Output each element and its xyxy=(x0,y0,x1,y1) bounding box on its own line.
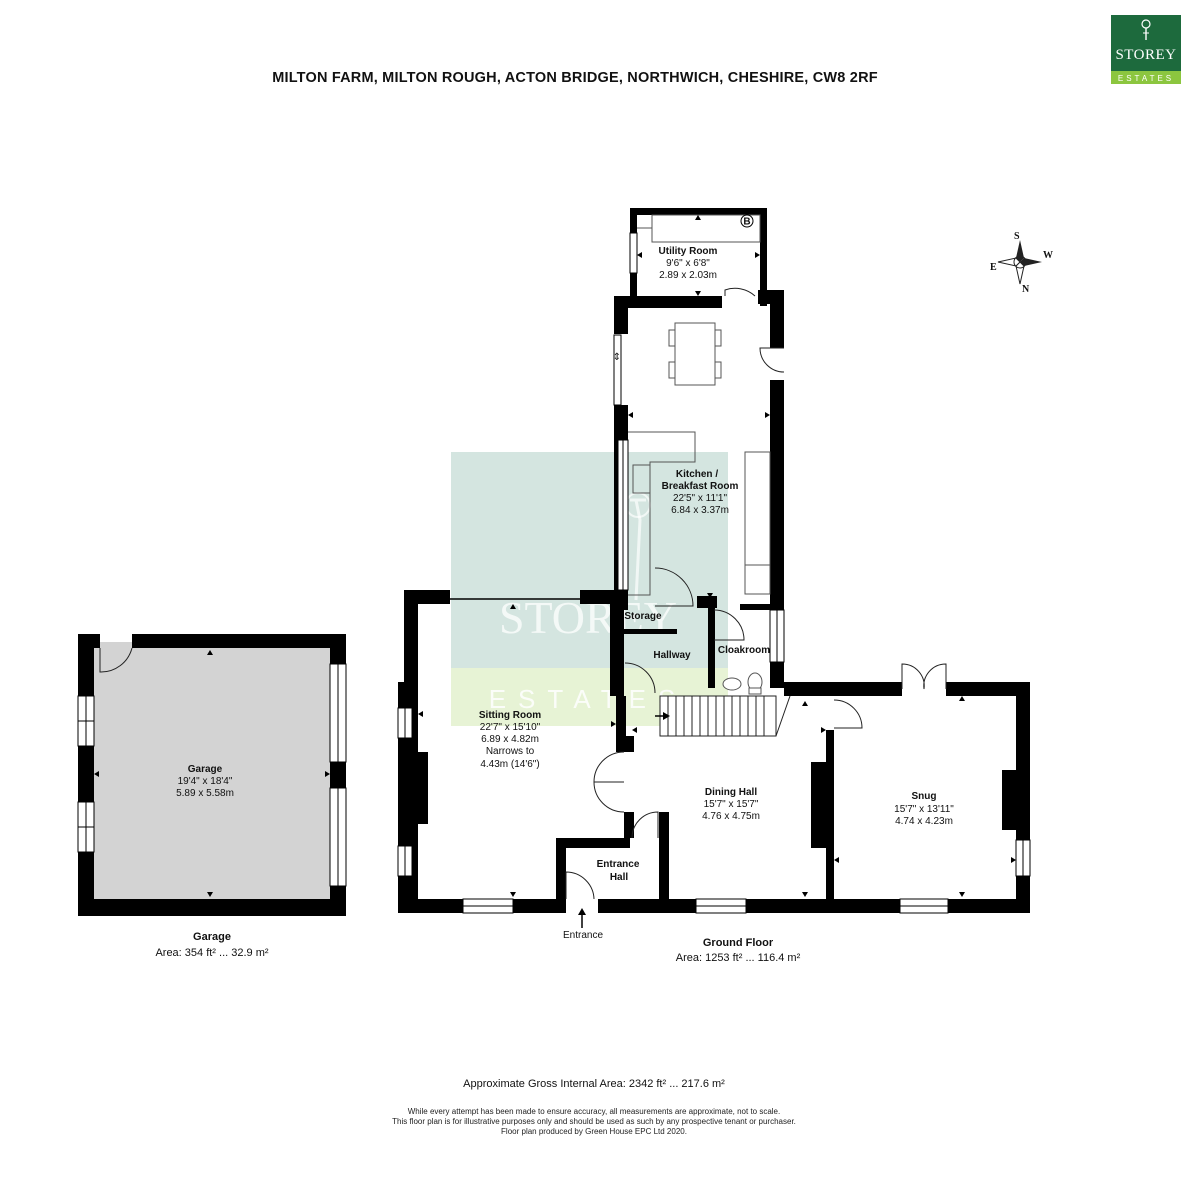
cloakroom-basin xyxy=(722,677,742,691)
kitchen-units xyxy=(744,451,771,595)
garage-floor xyxy=(85,642,339,907)
kitchen-metric: 6.84 x 3.37m xyxy=(671,505,729,516)
sitting-note-1: Narrows to xyxy=(486,746,535,757)
disclaimer-line-2: This floor plan is for illustrative purp… xyxy=(392,1117,796,1126)
stairs-arrow-icon xyxy=(663,712,670,720)
garage-wall-left xyxy=(78,634,94,916)
garage-wall-top-left xyxy=(78,634,100,648)
dining-snug-door[interactable] xyxy=(833,699,863,729)
snug-fireplace xyxy=(1002,770,1016,830)
cloakroom-name: Cloakroom xyxy=(718,645,770,656)
entrance-hall-name-1: Entrance xyxy=(597,859,640,870)
kitchen-sink xyxy=(632,464,651,494)
svg-text:S: S xyxy=(1014,231,1020,242)
kitchen-imperial: 22'5" x 11'1" xyxy=(673,493,728,504)
dining-table xyxy=(674,322,716,386)
svg-text:B: B xyxy=(743,217,750,228)
sitting-note-2: 4.43m (14'6") xyxy=(480,759,539,770)
boiler-icon xyxy=(740,214,754,228)
garage-metric: 5.89 x 5.58m xyxy=(176,788,234,799)
kitchen-worktop xyxy=(628,431,696,596)
kitchen-bifold-door[interactable] xyxy=(613,334,622,406)
sitting-room: Sitting Room 22'7" x 15'10" 6.89 x 4.82m… xyxy=(397,590,626,914)
utility-room: B Utility Room 9'6" x 6'8" 2.89 x 2.03m xyxy=(614,208,784,308)
entrance-hall: Entrance Hall Entrance xyxy=(556,811,669,941)
garage-caption-title: Garage xyxy=(193,931,231,943)
entrance-arrow-icon xyxy=(578,908,586,915)
utility-door[interactable] xyxy=(724,287,756,297)
disclaimer: While every attempt has been made to ens… xyxy=(0,1107,1188,1137)
dining-hall: Dining Hall 15'7" x 15'7" 4.76 x 4.75m xyxy=(624,682,863,914)
utility-metric: 2.89 x 2.03m xyxy=(659,270,717,281)
disclaimer-line-1: While every attempt has been made to ens… xyxy=(407,1107,781,1116)
snug-room: Snug 15'7" x 13'11" 4.74 x 4.23m xyxy=(784,663,1031,914)
disclaimer-line-3: Floor plan produced by Green House EPC L… xyxy=(501,1127,687,1136)
snug-imperial: 15'7" x 13'11" xyxy=(894,804,954,815)
sitting-double-door-top[interactable] xyxy=(593,751,625,783)
garage-name: Garage xyxy=(188,764,223,775)
logo-band xyxy=(1111,71,1181,84)
tree-emblem-icon xyxy=(1141,19,1151,40)
ground-floor-caption-area: Area: 1253 ft² ... 116.4 m² xyxy=(676,952,801,964)
svg-text:W: W xyxy=(1043,250,1053,261)
dining-metric: 4.76 x 4.75m xyxy=(702,811,760,822)
logo-subtitle: ESTATES xyxy=(1117,74,1175,83)
sitting-name: Sitting Room xyxy=(479,710,541,721)
kitchen-hall-door[interactable] xyxy=(654,567,694,607)
kitchen-side-door[interactable] xyxy=(759,347,785,373)
hallway-area: Storage Cloakroom Hallway xyxy=(580,590,785,696)
dining-fireplace xyxy=(811,762,827,848)
svg-text:⇕: ⇕ xyxy=(613,352,621,363)
kitchen-name-2: Breakfast Room xyxy=(662,481,739,492)
logo-wordmark: STOREY xyxy=(1115,47,1177,63)
svg-text:N: N xyxy=(1022,284,1030,295)
garage-wall-bottom xyxy=(78,899,346,916)
storage-name: Storage xyxy=(624,611,662,622)
sitting-fireplace xyxy=(416,752,428,824)
staircase[interactable] xyxy=(655,695,791,737)
snug-metric: 4.74 x 4.23m xyxy=(895,816,953,827)
hallway-name: Hallway xyxy=(653,650,691,661)
sitting-double-door-bottom[interactable] xyxy=(593,781,625,813)
dining-imperial: 15'7" x 15'7" xyxy=(704,799,759,810)
front-door[interactable] xyxy=(565,871,595,900)
svg-text:E: E xyxy=(990,262,997,273)
brand-logo: STOREY ESTATES xyxy=(1111,15,1181,84)
utility-name: Utility Room xyxy=(659,246,718,257)
ground-floor-caption-title: Ground Floor xyxy=(703,937,774,949)
entrance-label: Entrance xyxy=(563,930,603,941)
garage-block: Garage 19'4" x 18'4" 5.89 x 5.58m xyxy=(77,634,347,916)
watermark-sub: ESTATES xyxy=(489,684,688,714)
snug-french-door-left[interactable] xyxy=(901,663,925,690)
entrance-inner-door[interactable] xyxy=(631,811,659,839)
utility-window xyxy=(629,232,638,274)
compass-rose-icon: S W E N xyxy=(990,231,1053,295)
utility-imperial: 9'6" x 6'8" xyxy=(666,258,710,269)
garage-wall-top-right xyxy=(132,634,346,648)
snug-french-door-right[interactable] xyxy=(923,663,947,690)
cloakroom-door[interactable] xyxy=(713,609,745,641)
page-title: MILTON FARM, MILTON ROUGH, ACTON BRIDGE,… xyxy=(272,70,878,86)
garage-door[interactable] xyxy=(99,647,133,673)
snug-name: Snug xyxy=(912,791,937,802)
sitting-imperial: 22'7" x 15'10" xyxy=(480,722,541,733)
dining-name: Dining Hall xyxy=(705,787,757,798)
garage-caption-area: Area: 354 ft² ... 32.9 m² xyxy=(155,947,268,959)
gross-internal-area: Approximate Gross Internal Area: 2342 ft… xyxy=(463,1078,725,1090)
kitchen-name-1: Kitchen / xyxy=(676,469,718,480)
sitting-metric: 6.89 x 4.82m xyxy=(481,734,539,745)
entrance-hall-name-2: Hall xyxy=(610,872,629,883)
hallway-door[interactable] xyxy=(624,662,656,694)
kitchen-room: ⇕ Kitchen / Breakfast Room 22'5" x 11'1"… xyxy=(613,290,785,610)
garage-imperial: 19'4" x 18'4" xyxy=(178,776,233,787)
